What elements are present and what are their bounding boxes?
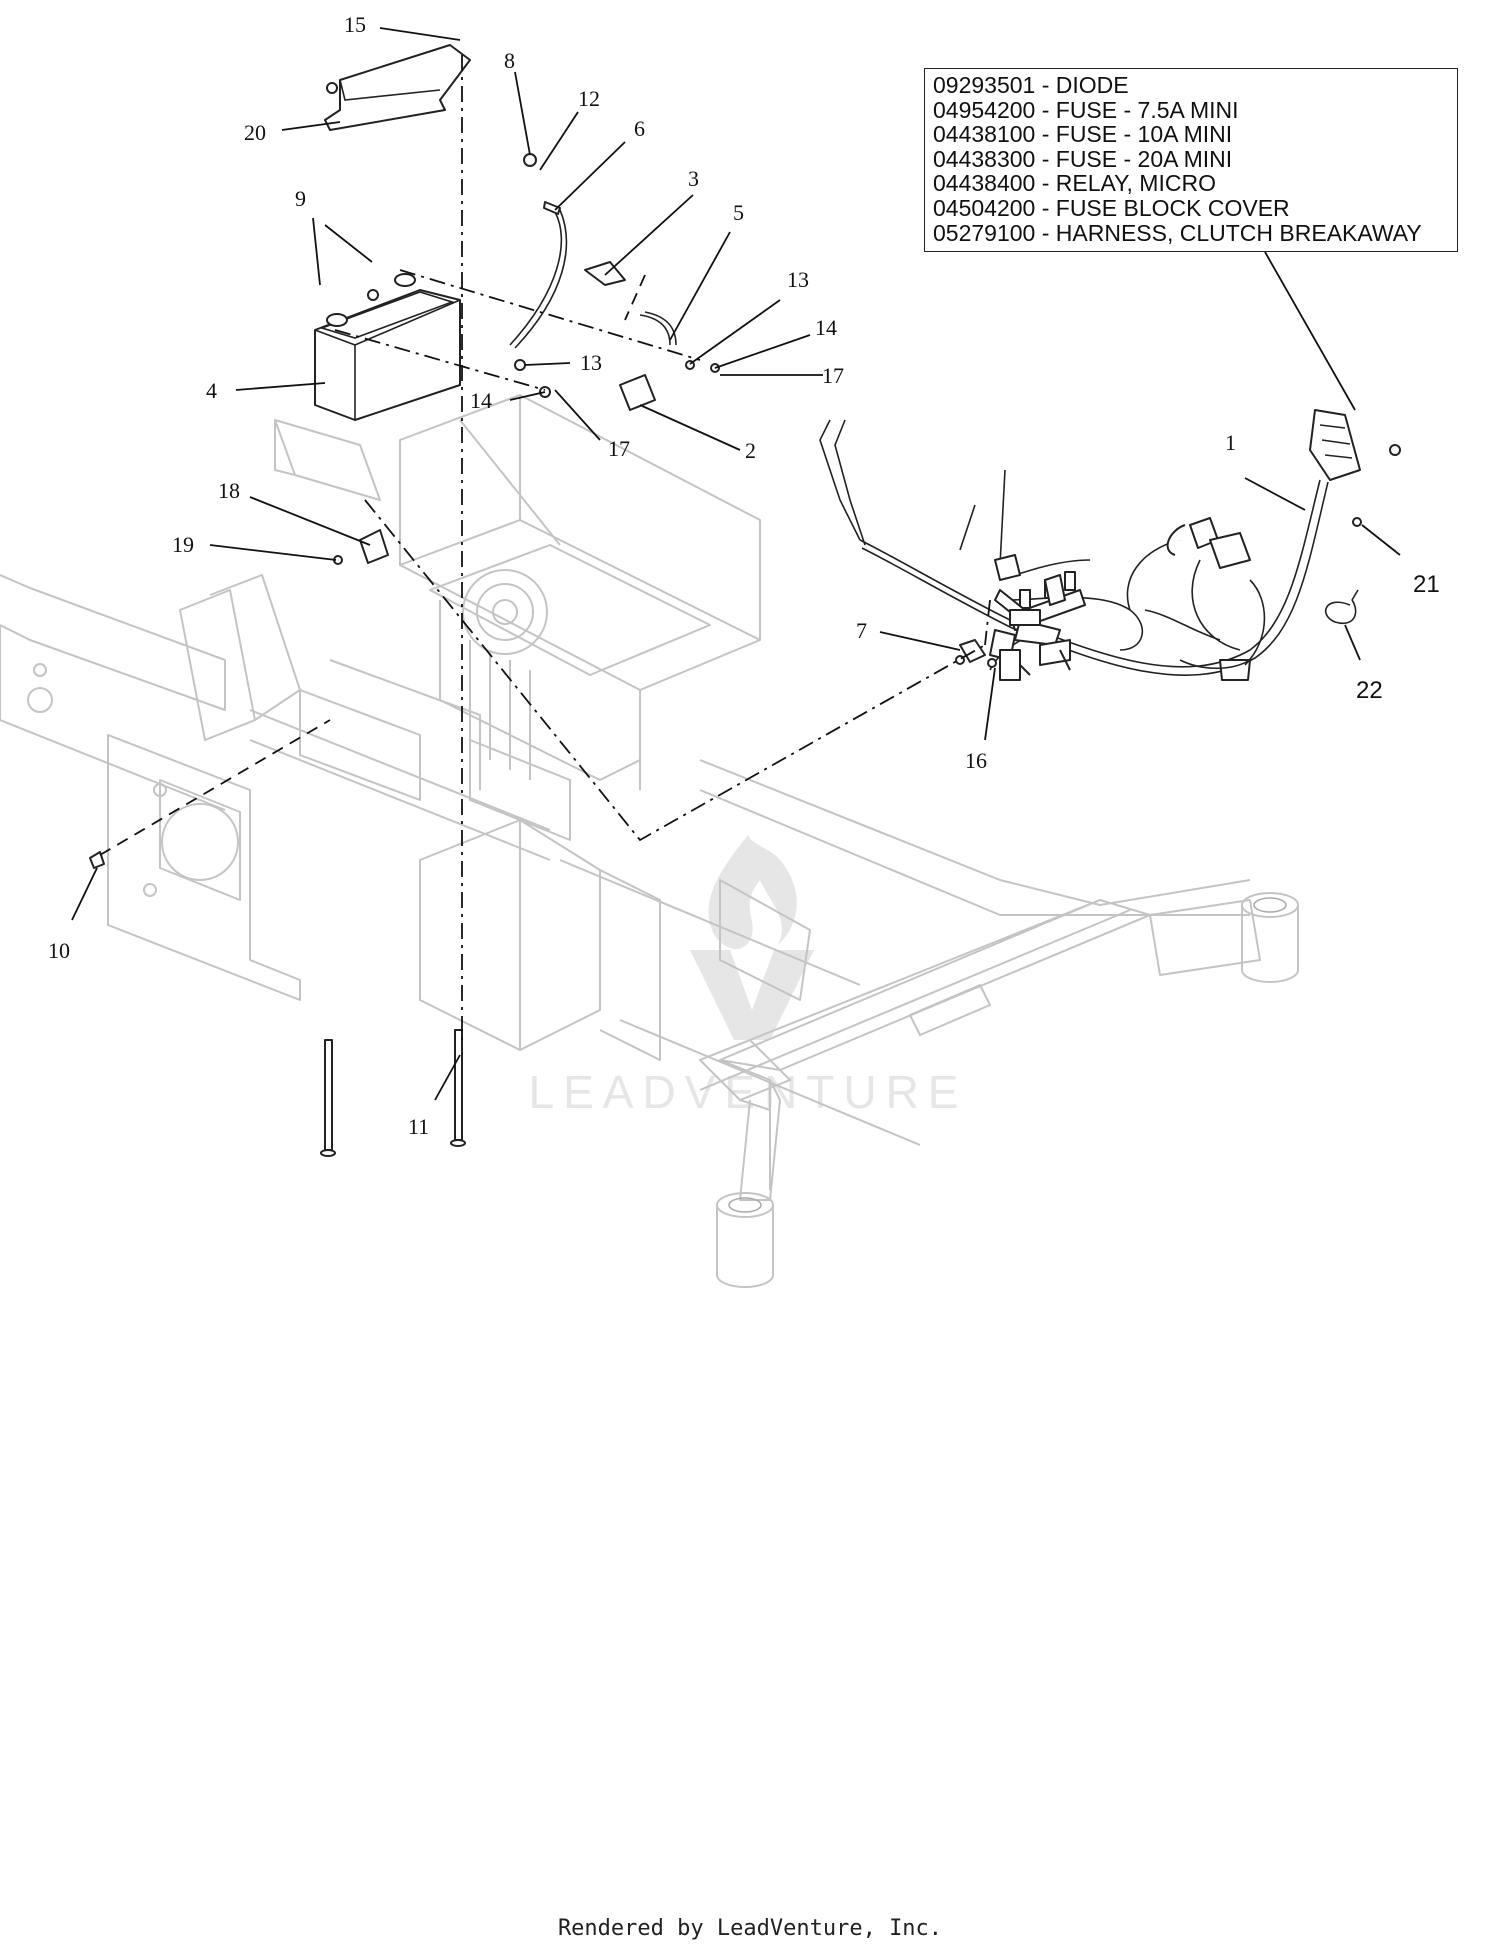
callout-14a: 14 <box>815 315 837 340</box>
callout-5: 5 <box>733 200 744 225</box>
callouts: 15 20 8 12 6 3 5 13 14 17 9 4 13 14 17 2… <box>48 12 1440 1139</box>
callout-13a: 13 <box>787 267 809 292</box>
parts-list-item: 05279100 - HARNESS, CLUTCH BREAKAWAY <box>933 219 1422 246</box>
parts-list-item: 04438300 - FUSE - 20A MINI <box>933 145 1233 172</box>
fuse-holder <box>619 374 656 411</box>
callout-17b: 17 <box>608 436 630 461</box>
callout-6: 6 <box>634 116 645 141</box>
callout-4: 4 <box>206 378 217 403</box>
callout-9: 9 <box>295 186 306 211</box>
callout-17a: 17 <box>822 363 844 388</box>
bolt-10 <box>89 851 105 869</box>
leadventure-watermark: LEADVENTURE <box>529 835 968 1118</box>
callout-10: 10 <box>48 938 70 963</box>
chassis-frame <box>0 394 1299 1288</box>
callout-15: 15 <box>344 12 366 37</box>
screw-21 <box>1389 444 1401 456</box>
callout-11: 11 <box>408 1114 429 1139</box>
bolt-11a <box>454 1029 463 1141</box>
parts-list-item: 04504200 - FUSE BLOCK COVER <box>933 194 1290 221</box>
hold-down-bracket <box>324 44 471 131</box>
battery <box>314 273 461 421</box>
callout-8: 8 <box>504 48 515 73</box>
leader-lines <box>71 27 1401 1101</box>
bolt-11b <box>324 1039 333 1151</box>
clip-18 <box>359 529 389 564</box>
bolts <box>89 444 1401 1157</box>
callout-2: 2 <box>745 438 756 463</box>
parts-list-item: 09293501 - DIODE <box>933 72 1129 98</box>
parts-list-box: 09293501 - DIODE 04954200 - FUSE - 7.5A … <box>924 68 1458 252</box>
callout-19: 19 <box>172 532 194 557</box>
callout-14b: 14 <box>470 388 492 413</box>
battery-terminal-neg <box>326 313 348 327</box>
callout-13b: 13 <box>580 350 602 375</box>
callout-21: 21 <box>1413 571 1440 598</box>
callout-12: 12 <box>578 86 600 111</box>
watermark-flame-icon <box>708 835 797 949</box>
watermark-text: LEADVENTURE <box>529 1066 968 1118</box>
callout-3: 3 <box>688 166 699 191</box>
battery-terminal-pos <box>394 273 416 287</box>
callout-22: 22 <box>1356 677 1383 704</box>
parts-list-item: 04438100 - FUSE - 10A MINI <box>933 121 1233 148</box>
watermark-v-icon <box>690 950 814 1040</box>
wire-harness <box>819 409 1361 681</box>
callout-16: 16 <box>965 748 987 773</box>
parts-list-item: 04438400 - RELAY, MICRO <box>933 170 1216 197</box>
assembly-lines <box>99 55 991 1040</box>
battery-cables <box>367 153 720 411</box>
harness-clamp <box>1324 589 1359 625</box>
fuse-block <box>1309 409 1361 481</box>
callout-7: 7 <box>856 618 867 643</box>
terminal-boot <box>584 261 626 286</box>
callout-18: 18 <box>218 478 240 503</box>
render-credit: Rendered by LeadVenture, Inc. <box>557 1916 943 1941</box>
callout-20: 20 <box>244 120 266 145</box>
parts-list-item: 04954200 - FUSE - 7.5A MINI <box>933 96 1239 123</box>
callout-1: 1 <box>1225 430 1236 455</box>
